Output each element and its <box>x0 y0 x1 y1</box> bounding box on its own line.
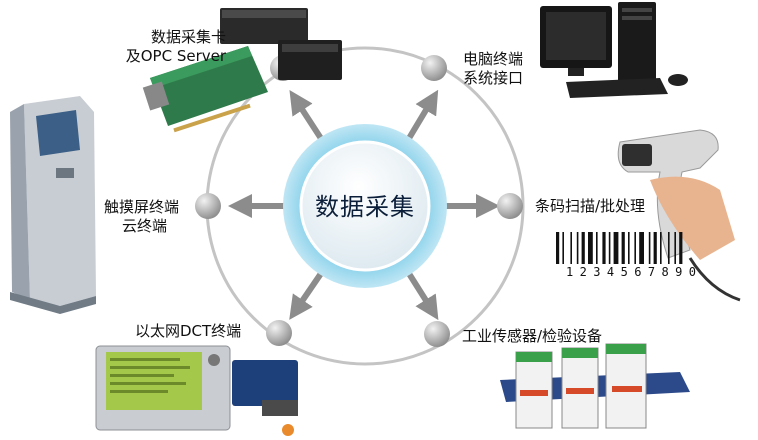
node-ethernet <box>266 320 292 346</box>
barcode-bar <box>577 232 579 264</box>
barcode-bar <box>596 232 598 264</box>
barcode-bar <box>614 232 619 264</box>
barcode-bar <box>634 232 636 264</box>
label-barcode-line1: 条码扫描/批处理 <box>535 197 645 216</box>
label-pc-line2: 系统接口 <box>463 69 523 88</box>
label-pc: 电脑终端 系统接口 <box>463 50 523 88</box>
node-kiosk <box>195 193 221 219</box>
barcode-bar <box>639 232 644 264</box>
barcode-bar <box>628 232 630 264</box>
label-ethernet: 以太网DCT终端 <box>135 322 241 341</box>
label-barcode: 条码扫描/批处理 <box>535 197 645 216</box>
barcode-bar <box>556 232 559 264</box>
label-sensor: 工业传感器/检验设备 <box>462 327 602 346</box>
label-pc-line1: 电脑终端 <box>463 50 523 69</box>
barcode-bar <box>622 232 625 264</box>
daq-card-image <box>143 8 342 132</box>
label-kiosk-line2: 云终端 <box>122 217 179 236</box>
barcode-bar <box>654 232 657 264</box>
arrow-down-right <box>408 272 432 310</box>
barcode-bar <box>582 232 585 264</box>
node-barcode <box>497 193 523 219</box>
barcode-bar <box>588 232 593 264</box>
barcode-bar <box>562 232 564 264</box>
barcode-bar <box>602 232 605 264</box>
arrow-up-right <box>408 100 432 140</box>
center-label: 数据采集 <box>300 187 430 222</box>
node-sensor <box>424 321 450 347</box>
barcode-bar <box>668 232 670 264</box>
arrow-up-left <box>296 100 322 140</box>
barcode-digits-text: 1 2 3 4 5 6 7 8 9 0 <box>566 265 696 279</box>
kiosk-image <box>10 96 96 314</box>
label-ethernet-line1: 以太网DCT终端 <box>135 322 241 341</box>
label-kiosk-line1: 触摸屏终端 <box>104 198 179 217</box>
label-kiosk: 触摸屏终端 云终端 <box>104 198 179 236</box>
sensor-modules-image <box>500 344 690 428</box>
pc-image <box>540 2 688 98</box>
label-daq-line1: 数据采集卡 <box>151 28 226 47</box>
arrow-down-left <box>296 272 322 310</box>
label-sensor-line1: 工业传感器/检验设备 <box>462 327 602 346</box>
barcode-bar <box>570 232 572 264</box>
label-daq: 数据采集卡 及OPC Server <box>147 28 226 66</box>
node-pc <box>421 55 447 81</box>
barcode-bar <box>609 232 611 264</box>
barcode-bar <box>660 232 662 264</box>
barcode-bar <box>674 232 676 264</box>
ethernet-dct-image <box>96 346 298 436</box>
barcode-bar <box>649 232 651 264</box>
label-daq-line2: 及OPC Server <box>111 47 226 66</box>
barcode-bar <box>679 232 682 264</box>
